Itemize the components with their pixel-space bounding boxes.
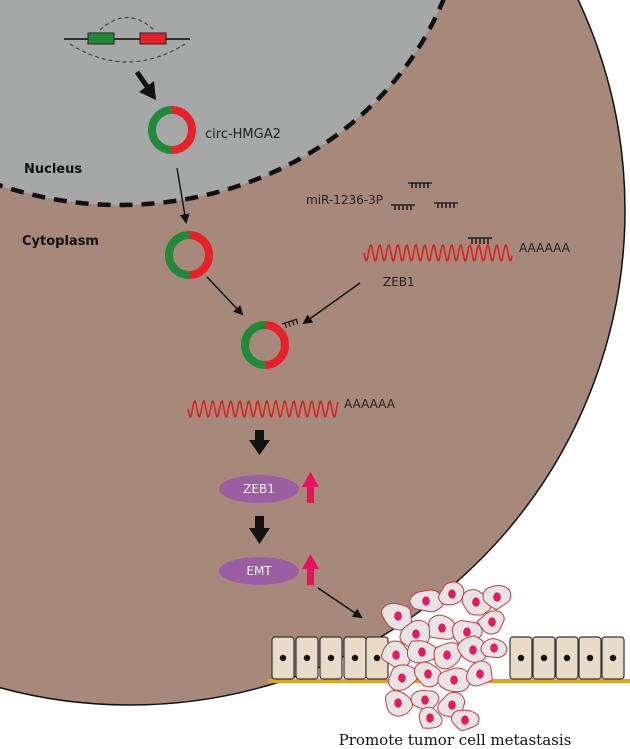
nucleus-label: Nucleus (24, 162, 82, 177)
tumor-cell-nucleus (448, 589, 456, 599)
tumor-cell-nucleus (412, 629, 420, 639)
cell-nucleus (517, 654, 525, 662)
footer-caption: Promote tumor cell metastasis (339, 731, 572, 749)
cell-nucleus (327, 654, 335, 662)
mirna-label: miR-1236-3P (306, 193, 383, 207)
tumor-cell-nucleus (424, 669, 432, 679)
tumor-cell-nucleus (418, 647, 426, 657)
zeb1-mrna-wave-mid (187, 399, 339, 419)
cell-nucleus (609, 654, 617, 662)
emt-label: EMT (246, 564, 272, 578)
tumor-cell-nucleus (398, 673, 406, 683)
epithelial-cells-right (509, 636, 625, 680)
tumor-cell-nucleus (490, 643, 498, 653)
tumor-cell-nucleus (392, 650, 400, 660)
circ-rna-sponge-complex (241, 321, 289, 369)
tumor-cell-nucleus (450, 675, 458, 685)
tumor-cell-nucleus (488, 617, 496, 627)
tumor-cell-nucleus (493, 592, 501, 602)
up-arrow-icon (302, 554, 319, 585)
cell-nucleus (303, 654, 311, 662)
tumor-cell-nucleus (394, 611, 402, 621)
cell-nucleus (373, 654, 381, 662)
tumor-cell-nucleus (443, 650, 451, 660)
zeb1-protein-oval (219, 475, 299, 503)
polyA-mid-label: AAAAAA (344, 397, 396, 411)
zeb1-protein-label: ZEB1 (243, 482, 275, 496)
tumor-cell-nucleus (422, 596, 430, 606)
cell-nucleus (586, 654, 594, 662)
tumor-cell-nucleus (394, 698, 402, 708)
cell-nucleus (563, 654, 571, 662)
up-arrow-icon (302, 472, 319, 503)
down-arrow-icon (134, 70, 156, 100)
mirna-icon (391, 182, 458, 210)
mirna-bound-icon (468, 237, 492, 244)
hmga2-gene-locus (64, 17, 190, 63)
sponged-mirna-icon (281, 318, 299, 329)
down-arrow-icon (249, 430, 270, 455)
cytoplasm-label: Cytoplasm (22, 234, 99, 249)
nucleus-region (0, 0, 465, 205)
tumor-cell-nucleus (461, 715, 469, 725)
export-arrow (176, 167, 190, 224)
tumor-cell-nucleus (472, 597, 480, 607)
cell-nucleus (279, 654, 287, 662)
tumor-cell-nucleus (448, 700, 456, 710)
epithelial-cells-left (271, 636, 389, 680)
down-arrow-icon (249, 516, 270, 544)
cell-nucleus (351, 654, 359, 662)
tumor-cell-nucleus (421, 695, 429, 705)
tumor-cell-nucleus (469, 645, 477, 655)
emt-to-metastasis-arrow (317, 587, 363, 619)
metastatic-tumor-cells (380, 581, 512, 731)
tumor-cell-nucleus (476, 669, 484, 679)
cell-nucleus (540, 654, 548, 662)
polyA-top-label: AAAAAA (519, 241, 571, 255)
tumor-cell-nucleus (463, 627, 471, 637)
tumor-cell-nucleus (426, 713, 434, 723)
circ-hmga2-label: circ-HMGA2 (205, 127, 281, 142)
circ-rna-cytoplasm (165, 231, 213, 279)
emt-oval (219, 557, 299, 585)
nuclear-envelope (0, 0, 468, 208)
mirna-to-complex-arrow (302, 282, 361, 325)
tumor-cell-nucleus (438, 623, 446, 633)
circ-to-complex-arrow (206, 276, 244, 316)
zeb1-mrna-label: ZEB1 (383, 275, 415, 289)
circ-rna-nucleus (148, 106, 196, 154)
zeb1-mrna-wave-top (363, 243, 513, 263)
